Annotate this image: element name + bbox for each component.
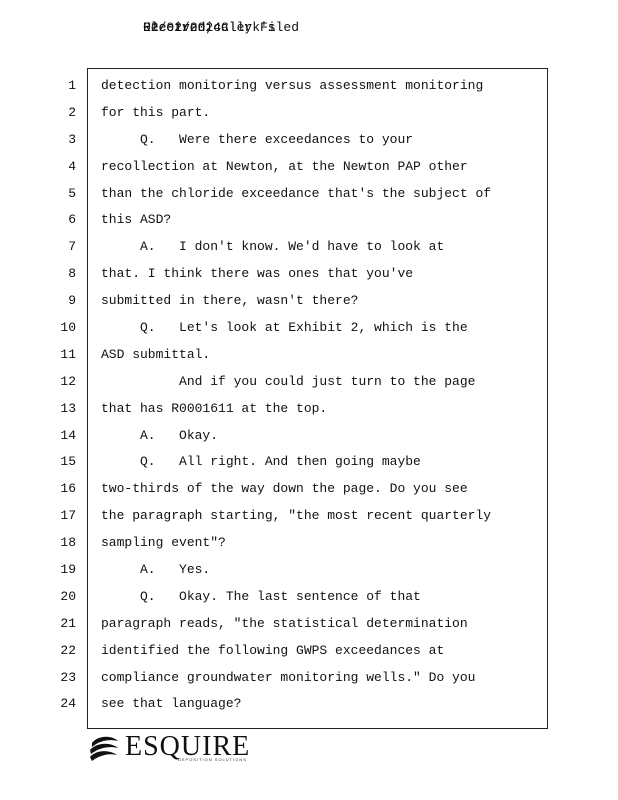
transcript-line: detection monitoring versus assessment m… (101, 78, 484, 93)
line-number: 12 (60, 373, 76, 389)
line-number: 1 (68, 78, 76, 93)
transcript-line: paragraph reads, "the statistical determ… (101, 615, 468, 631)
transcript-line: A. Okay. (101, 427, 219, 443)
line-number: 24 (60, 696, 76, 712)
line-number: 9 (68, 293, 76, 309)
line-number: 23 (60, 669, 76, 685)
transcript-line: see that language? (101, 696, 242, 712)
line-number: 3 (68, 131, 76, 147)
transcript-line: submitted in there, wasn't there? (101, 293, 359, 309)
line-number: 17 (60, 508, 76, 524)
transcript-line: the paragraph starting, "the most recent… (101, 508, 492, 524)
transcript-line: that has R0001611 at the top. (101, 400, 328, 416)
line-number: 20 (60, 588, 76, 604)
transcript-line: sampling event"? (101, 535, 226, 551)
line-number: 14 (60, 427, 76, 443)
line-number: 10 (60, 320, 76, 336)
transcript-line: ASD submittal. (101, 346, 211, 362)
filing-stamp-text-1: Electronically Filed (143, 20, 300, 35)
filing-stamp-header: Electronically Filed Received, Clerk's 0… (143, 20, 343, 38)
line-number-column: 1 2 3 4 5 6 7 8 9 10 11 12 13 14 15 16 1… (40, 77, 76, 722)
line-number: 11 (60, 346, 76, 362)
line-number: 21 (60, 615, 76, 631)
line-number: 4 (68, 158, 76, 174)
transcript-line: A. Yes. (101, 562, 211, 578)
transcript-line: Q. Okay. The last sentence of that (101, 588, 421, 604)
transcript-line: Q. Were there exceedances to your (101, 131, 414, 147)
esquire-logo: ESQUIRE DEPOSITION SOLUTIONS (88, 731, 251, 767)
transcript-line: for this part. (101, 104, 211, 120)
logo-wordmark: ESQUIRE (125, 731, 251, 762)
transcript-line: A. I don't know. We'd have to look at (101, 239, 445, 255)
line-number: 13 (60, 400, 76, 416)
transcript-text-column: detection monitoring versus assessment m… (101, 77, 541, 722)
transcript-line: identified the following GWPS exceedance… (101, 642, 445, 658)
esquire-swirl-icon (90, 736, 118, 761)
transcript-line: than the chloride exceedance that's the … (101, 185, 492, 201)
line-number: 8 (68, 266, 76, 282)
line-number: 6 (68, 212, 76, 228)
transcript-line: compliance groundwater monitoring wells.… (101, 669, 476, 685)
line-number: 2 (68, 104, 76, 120)
transcript-line: Q. All right. And then going maybe (101, 454, 421, 470)
line-number: 19 (60, 562, 76, 578)
logo-subtext: DEPOSITION SOLUTIONS (178, 757, 247, 762)
transcript-line: recollection at Newton, at the Newton PA… (101, 158, 468, 174)
transcript-line: Q. Let's look at Exhibit 2, which is the (101, 320, 468, 336)
filing-stamp-text-3: 02/02/2024 (143, 20, 222, 35)
transcript-line: And if you could just turn to the page (101, 373, 476, 389)
line-number: 16 (60, 481, 76, 497)
line-number: 7 (68, 239, 76, 255)
line-number: 15 (60, 454, 76, 470)
line-number: 22 (60, 642, 76, 658)
line-number: 5 (68, 185, 76, 201)
filing-stamp-text-2: Received, Clerk's (143, 20, 276, 35)
transcript-page-frame (87, 68, 548, 729)
transcript-line: this ASD? (101, 212, 172, 228)
transcript-line: two-thirds of the way down the page. Do … (101, 481, 468, 497)
transcript-line: that. I think there was ones that you've (101, 266, 414, 282)
line-number: 18 (60, 535, 76, 551)
